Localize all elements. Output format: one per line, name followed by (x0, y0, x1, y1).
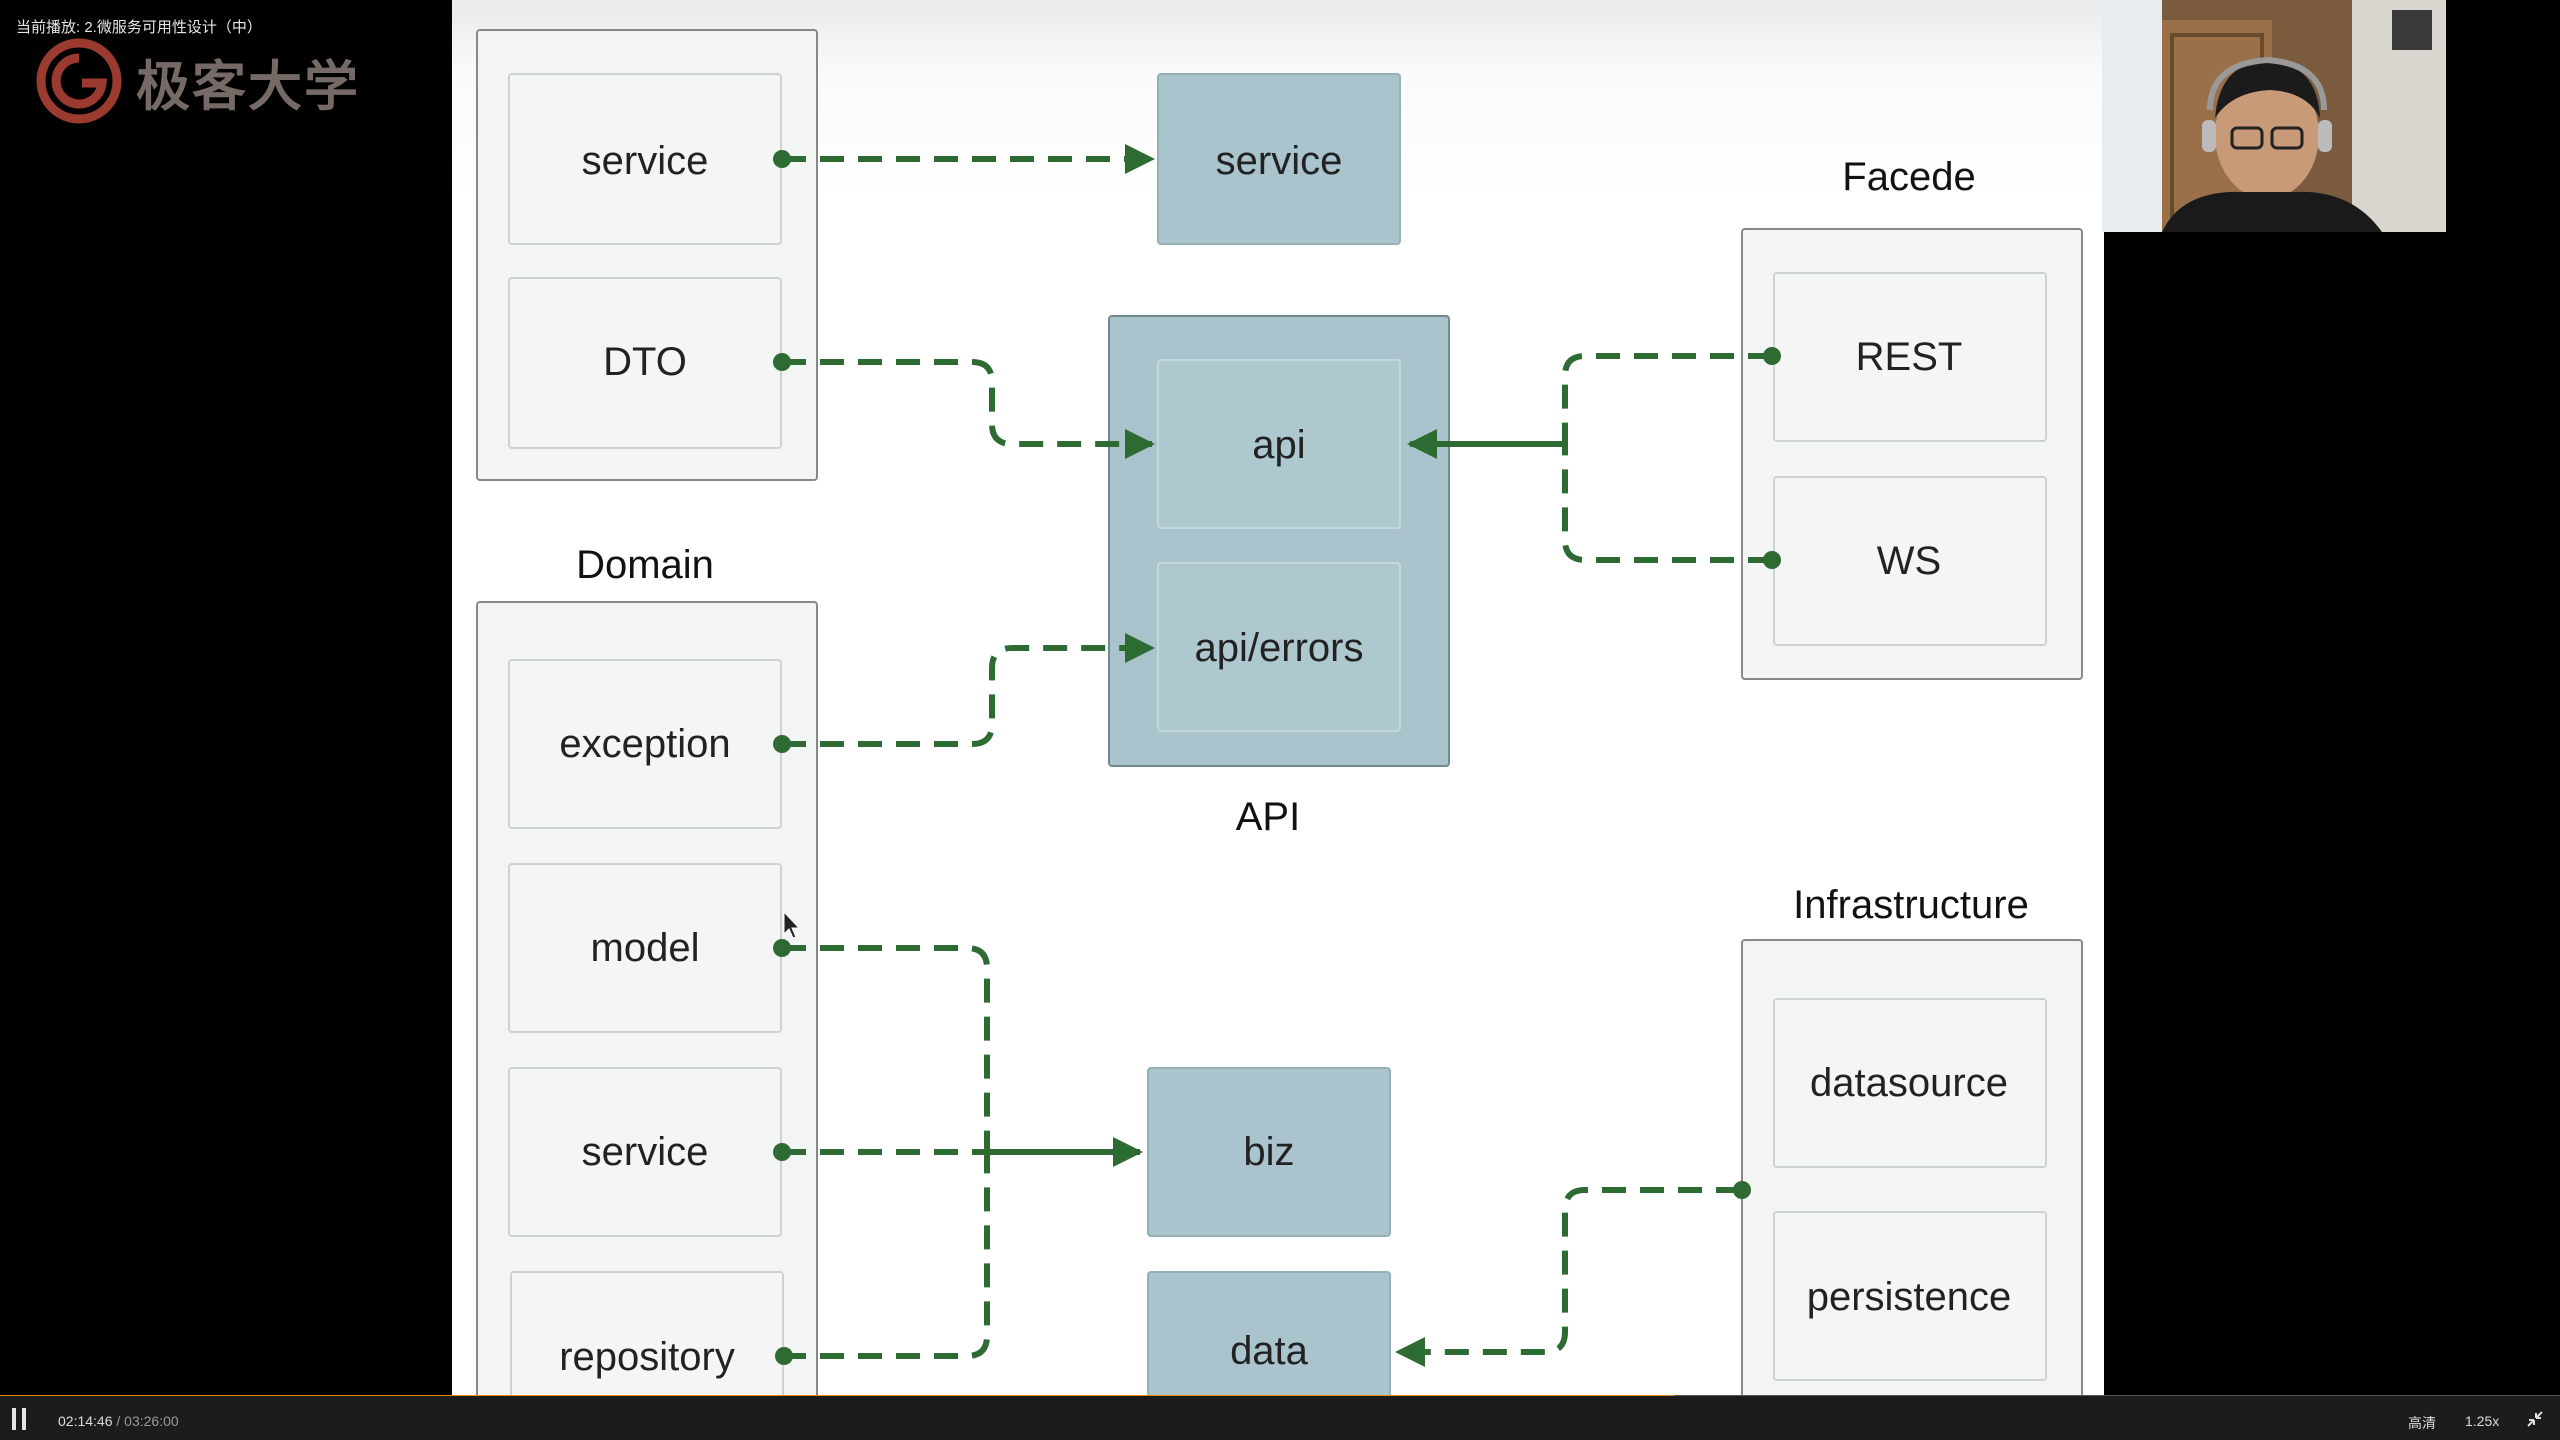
time-display: 02:14:46 / 03:26:00 (58, 1413, 179, 1429)
presenter-video-icon (2102, 0, 2446, 232)
edge-rest-to-api (1562, 353, 1772, 444)
box-persistence-label: persistence (1807, 1275, 2012, 1319)
architecture-diagram: service DTO service api api/errors API F… (476, 29, 2083, 1440)
edge-ws-to-api (1562, 444, 1772, 563)
box-model-label: model (591, 926, 700, 970)
slide-diagram: service DTO service api api/errors API F… (452, 0, 2104, 1440)
presenter-webcam (2102, 0, 2446, 232)
api-group-label: API (1236, 795, 1300, 839)
dot-repository (775, 1347, 793, 1365)
geekbang-logo-icon (36, 38, 122, 124)
mouse-cursor-icon (783, 910, 801, 939)
box-domain-service-label: service (582, 1130, 709, 1174)
dot-ws (1763, 551, 1781, 569)
edge-repository-to-biz (782, 1153, 990, 1359)
facade-container: REST WS (1741, 228, 2083, 680)
dot-model (773, 939, 791, 957)
dot-domain-service (773, 1143, 791, 1161)
domain-container: exception model service repository (476, 601, 818, 1440)
speed-button[interactable]: 1.25x (2465, 1413, 2500, 1429)
box-service-top: service (508, 73, 782, 245)
infrastructure-container: datasource persistence (1741, 939, 2083, 1440)
box-dto-label: DTO (603, 340, 687, 384)
facade-label: Facede (1842, 155, 1975, 199)
domain-label: Domain (576, 543, 714, 587)
box-biz: biz (1147, 1067, 1391, 1237)
api-container: api api/errors (1108, 315, 1450, 767)
box-service-external: service (1157, 73, 1401, 245)
player-control-bar (0, 1396, 2560, 1440)
box-datasource-label: datasource (1810, 1061, 2008, 1105)
exit-fullscreen-icon[interactable] (2526, 1410, 2544, 1428)
quality-button[interactable]: 高清 (2408, 1415, 2436, 1431)
edge-model-to-biz (782, 945, 990, 1153)
now-playing-title: 当前播放: 2.微服务可用性设计（中） (16, 19, 262, 36)
box-exception-label: exception (559, 722, 730, 766)
geekbang-logo: 极客大学 (34, 36, 360, 126)
box-biz-label: biz (1243, 1130, 1294, 1174)
box-service-top-label: service (582, 139, 709, 183)
box-api-errors-label: api/errors (1195, 626, 1364, 670)
box-dto: DTO (508, 277, 782, 449)
logo-text: 极客大学 (136, 56, 360, 117)
edge-dto-to-api (782, 359, 1155, 459)
pause-icon (12, 1408, 16, 1430)
box-api-label: api (1252, 423, 1305, 467)
box-repository-label: repository (559, 1335, 735, 1379)
time-total: 03:26:00 (124, 1413, 179, 1429)
box-ws-label: WS (1877, 539, 1941, 583)
dot-dto (773, 353, 791, 371)
box-rest-label: REST (1856, 335, 1963, 379)
dot-exception (773, 735, 791, 753)
dot-rest (1763, 347, 1781, 365)
box-data-label: data (1230, 1329, 1309, 1373)
dot-datasource (1733, 1181, 1751, 1199)
box-service-external-label: service (1216, 139, 1343, 183)
edge-exception-to-api-errors (782, 633, 1155, 747)
box-data: data (1147, 1271, 1391, 1433)
edge-datasource-to-data (1395, 1187, 1740, 1367)
time-current: 02:14:46 (58, 1413, 113, 1429)
pause-button[interactable] (12, 1408, 28, 1430)
time-separator: / (112, 1413, 125, 1429)
infrastructure-label: Infrastructure (1793, 883, 2029, 927)
dot-service (773, 150, 791, 168)
